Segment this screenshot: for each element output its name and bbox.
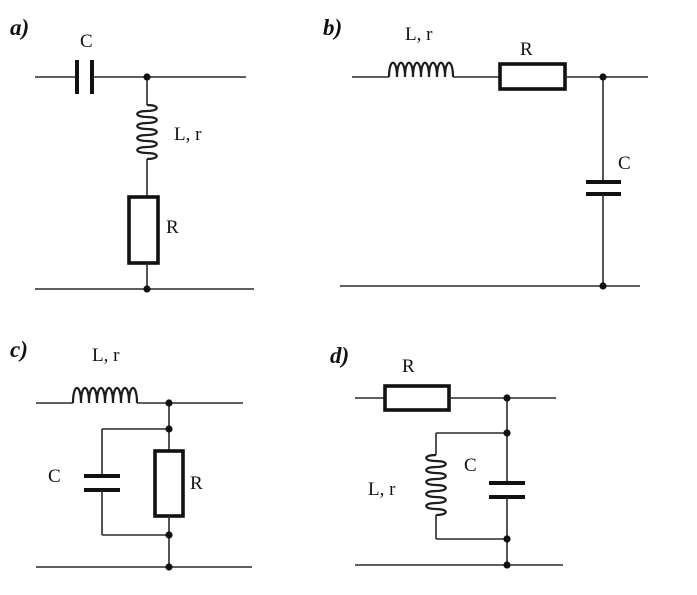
resistor-label-c: R — [190, 473, 203, 494]
resistor-label-d: R — [402, 356, 415, 377]
node-d-parallel-bottom — [503, 535, 511, 543]
inductor-a — [136, 103, 158, 161]
node-c-top — [165, 399, 173, 407]
inductor-label-b: L, r — [405, 24, 433, 45]
resistor-label-a: R — [166, 217, 179, 238]
inductor-b — [387, 61, 455, 78]
capacitor-b — [586, 180, 621, 196]
panel-label-c: c) — [10, 337, 28, 362]
inductor-d — [425, 453, 447, 517]
resistor-d — [383, 384, 451, 412]
capacitor-label-d: C — [464, 455, 477, 476]
resistor-label-b: R — [520, 39, 533, 60]
panel-label-d: d) — [330, 343, 349, 368]
node-c-parallel-bottom — [165, 531, 173, 539]
capacitor-d — [489, 481, 525, 499]
capacitor-c — [84, 474, 120, 492]
inductor-label-c: L, r — [92, 345, 120, 366]
node-d-top — [503, 394, 511, 402]
capacitor-label-c: C — [48, 466, 61, 487]
circuit-d: d) R L, r C — [330, 343, 563, 569]
node-d-parallel-top — [503, 429, 511, 437]
resistor-b — [498, 62, 567, 91]
circuit-c: c) L, r C R — [10, 337, 252, 571]
capacitor-a — [75, 60, 94, 94]
node-a-bottom — [143, 285, 151, 293]
panel-label-a: a) — [10, 15, 29, 40]
capacitor-label-b: C — [618, 153, 631, 174]
panel-label-b: b) — [323, 15, 342, 40]
resistor-a — [127, 195, 160, 265]
node-b-top — [599, 73, 607, 81]
capacitor-label-a: C — [80, 31, 93, 52]
node-d-bottom — [503, 561, 511, 569]
node-c-parallel-top — [165, 425, 173, 433]
node-a-top — [143, 73, 151, 81]
node-c-bottom — [165, 563, 173, 571]
node-b-bottom — [599, 282, 607, 290]
inductor-c — [71, 386, 139, 404]
inductor-label-a: L, r — [174, 124, 202, 145]
inductor-label-d: L, r — [368, 479, 396, 500]
resistor-c — [153, 449, 185, 518]
circuit-b: b) L, r R C — [323, 15, 648, 290]
circuit-a: a) C L, r R — [10, 15, 254, 293]
